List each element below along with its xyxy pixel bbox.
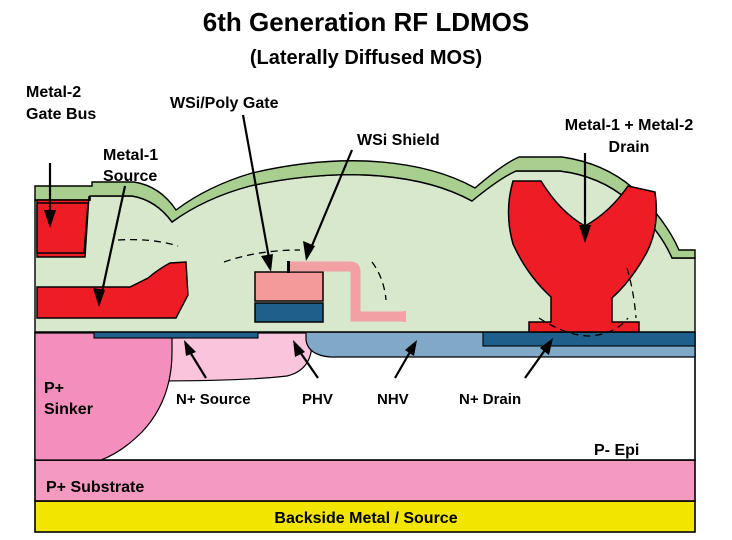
label-metal1-source-line2: Source xyxy=(103,168,157,185)
callout-labels: Metal-2 Gate Bus WSi/Poly Gate Metal-1 S… xyxy=(26,84,693,527)
label-p-epi: P- Epi xyxy=(594,442,639,459)
wsi-shield-right-tip xyxy=(403,311,406,322)
label-metal2-gate-bus-line1: Metal-2 xyxy=(26,84,81,101)
drain-metal-interface-dashed xyxy=(538,317,629,337)
label-phv: PHV xyxy=(302,391,333,408)
contour-shield-right xyxy=(371,261,387,301)
arrowhead-n-source xyxy=(184,340,196,356)
leader-nhv xyxy=(394,351,411,379)
leader-n-source xyxy=(189,351,207,379)
label-wsi-poly-gate: WSi/Poly Gate xyxy=(170,95,279,112)
backside-metal-layer xyxy=(34,500,696,533)
arrowhead-n-drain xyxy=(540,338,553,355)
page-title: 6th Generation RF LDMOS xyxy=(203,7,529,37)
leader-wsi-shield xyxy=(309,149,354,249)
p-sinker-region xyxy=(34,332,173,461)
contour-gate-upper xyxy=(223,249,301,263)
gate-contact-block xyxy=(254,302,324,323)
label-metal2-gate-bus-line2: Gate Bus xyxy=(26,106,96,123)
device-stack xyxy=(34,156,696,533)
leader-lines xyxy=(44,114,591,379)
wsi-shield-left-tip xyxy=(287,261,290,273)
page-subtitle: (Laterally Diffused MOS) xyxy=(250,47,482,69)
contour-drain-right xyxy=(626,267,637,319)
arrowhead-wsi-poly-gate xyxy=(261,254,273,272)
label-p-sinker-line2: Sinker xyxy=(44,401,93,418)
arrowhead-phv xyxy=(293,340,305,357)
leader-wsi-poly-gate xyxy=(241,114,271,259)
arrowhead-wsi-shield xyxy=(303,241,315,261)
passivation-layer xyxy=(34,156,696,259)
arrowhead-drain xyxy=(579,225,591,243)
label-drain-line1: Metal-1 + Metal-2 xyxy=(565,117,694,134)
wsi-poly-gate-block xyxy=(254,271,324,302)
label-metal1-source-line1: Metal-1 xyxy=(103,147,158,164)
contour-left-upper xyxy=(117,238,179,247)
leader-n-drain xyxy=(524,349,546,379)
label-n-drain: N+ Drain xyxy=(459,391,521,408)
leader-metal1-source xyxy=(100,185,127,293)
arrowhead-nhv xyxy=(405,340,417,356)
label-wsi-shield: WSi Shield xyxy=(357,132,440,149)
label-p-sinker-line1: P+ xyxy=(44,380,64,397)
arrowhead-metal1-source xyxy=(93,288,105,307)
internal-contours xyxy=(117,238,637,319)
arrowhead-metal2-gate-bus xyxy=(44,210,56,228)
n-drain-region xyxy=(482,330,696,347)
metal1-source xyxy=(36,261,189,319)
label-drain-line2: Drain xyxy=(609,139,650,156)
leader-phv xyxy=(299,351,319,379)
label-backside-metal: Backside Metal / Source xyxy=(274,510,457,527)
label-nhv: NHV xyxy=(377,391,409,408)
label-n-source: N+ Source xyxy=(176,391,251,408)
p-substrate-layer xyxy=(34,459,696,502)
label-p-substrate: P+ Substrate xyxy=(46,479,144,496)
phv-region xyxy=(149,332,313,382)
